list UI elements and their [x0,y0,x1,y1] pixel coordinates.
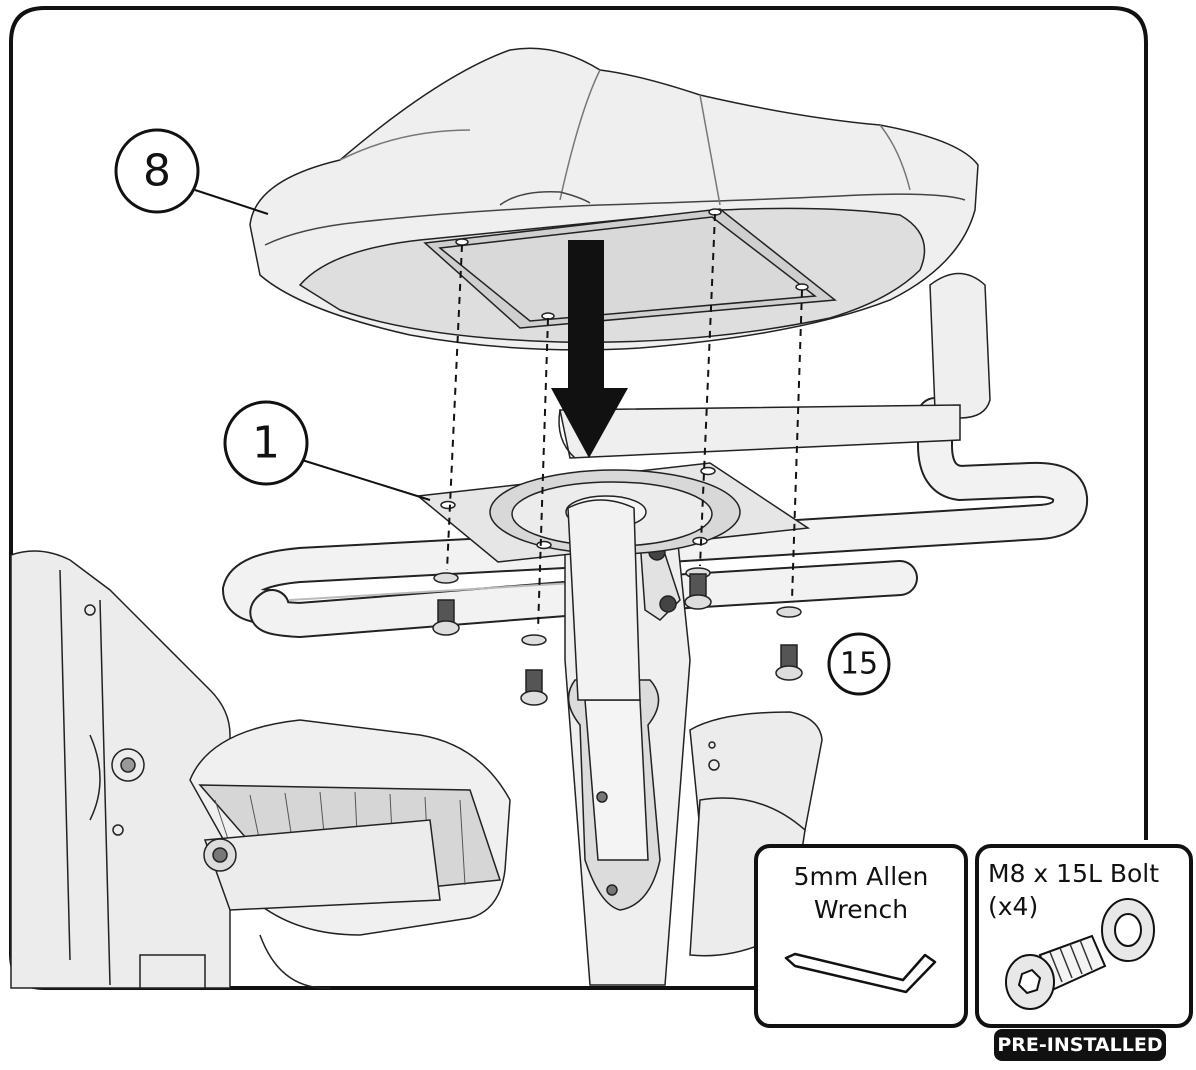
pre-installed-label: PRE-INSTALLED [997,1034,1162,1056]
alignment-lines [446,213,803,631]
down-arrow-icon [551,240,628,458]
bolt-4 [775,606,803,681]
bolt-2 [520,634,548,706]
seat-frame-loop [221,397,1089,639]
seat-cushion [249,47,979,351]
bolt-title-line1: M8 x 15L Bolt [988,859,1159,888]
seat-post-top [567,499,641,701]
bolt-3 [684,567,712,610]
bolt-title-line2: (x4) [988,892,1038,921]
callout-8: 8 [114,128,269,215]
tool-box-bolt: M8 x 15L Bolt (x4) PRE-INSTALLED [975,844,1193,1061]
callout-1-label: 1 [252,418,280,469]
callout-1: 1 [223,400,431,501]
wrench-title-line1: 5mm Allen [794,862,929,891]
callout-15-label: 15 [840,647,878,682]
backrest-support [558,272,991,459]
pre-installed-badge [994,1029,1166,1061]
bolt-icon [1005,898,1155,1010]
callout-8-label: 8 [143,146,171,197]
side-handle-grip [189,719,511,989]
bolt-set [432,567,803,706]
tool-box-wrench: 5mm Allen Wrench [754,844,968,1028]
callout-15: 15 [827,632,891,696]
wrench-title-line2: Wrench [814,895,908,924]
console-body [10,550,231,989]
bolt-1 [432,572,460,636]
allen-wrench-icon [784,952,937,994]
